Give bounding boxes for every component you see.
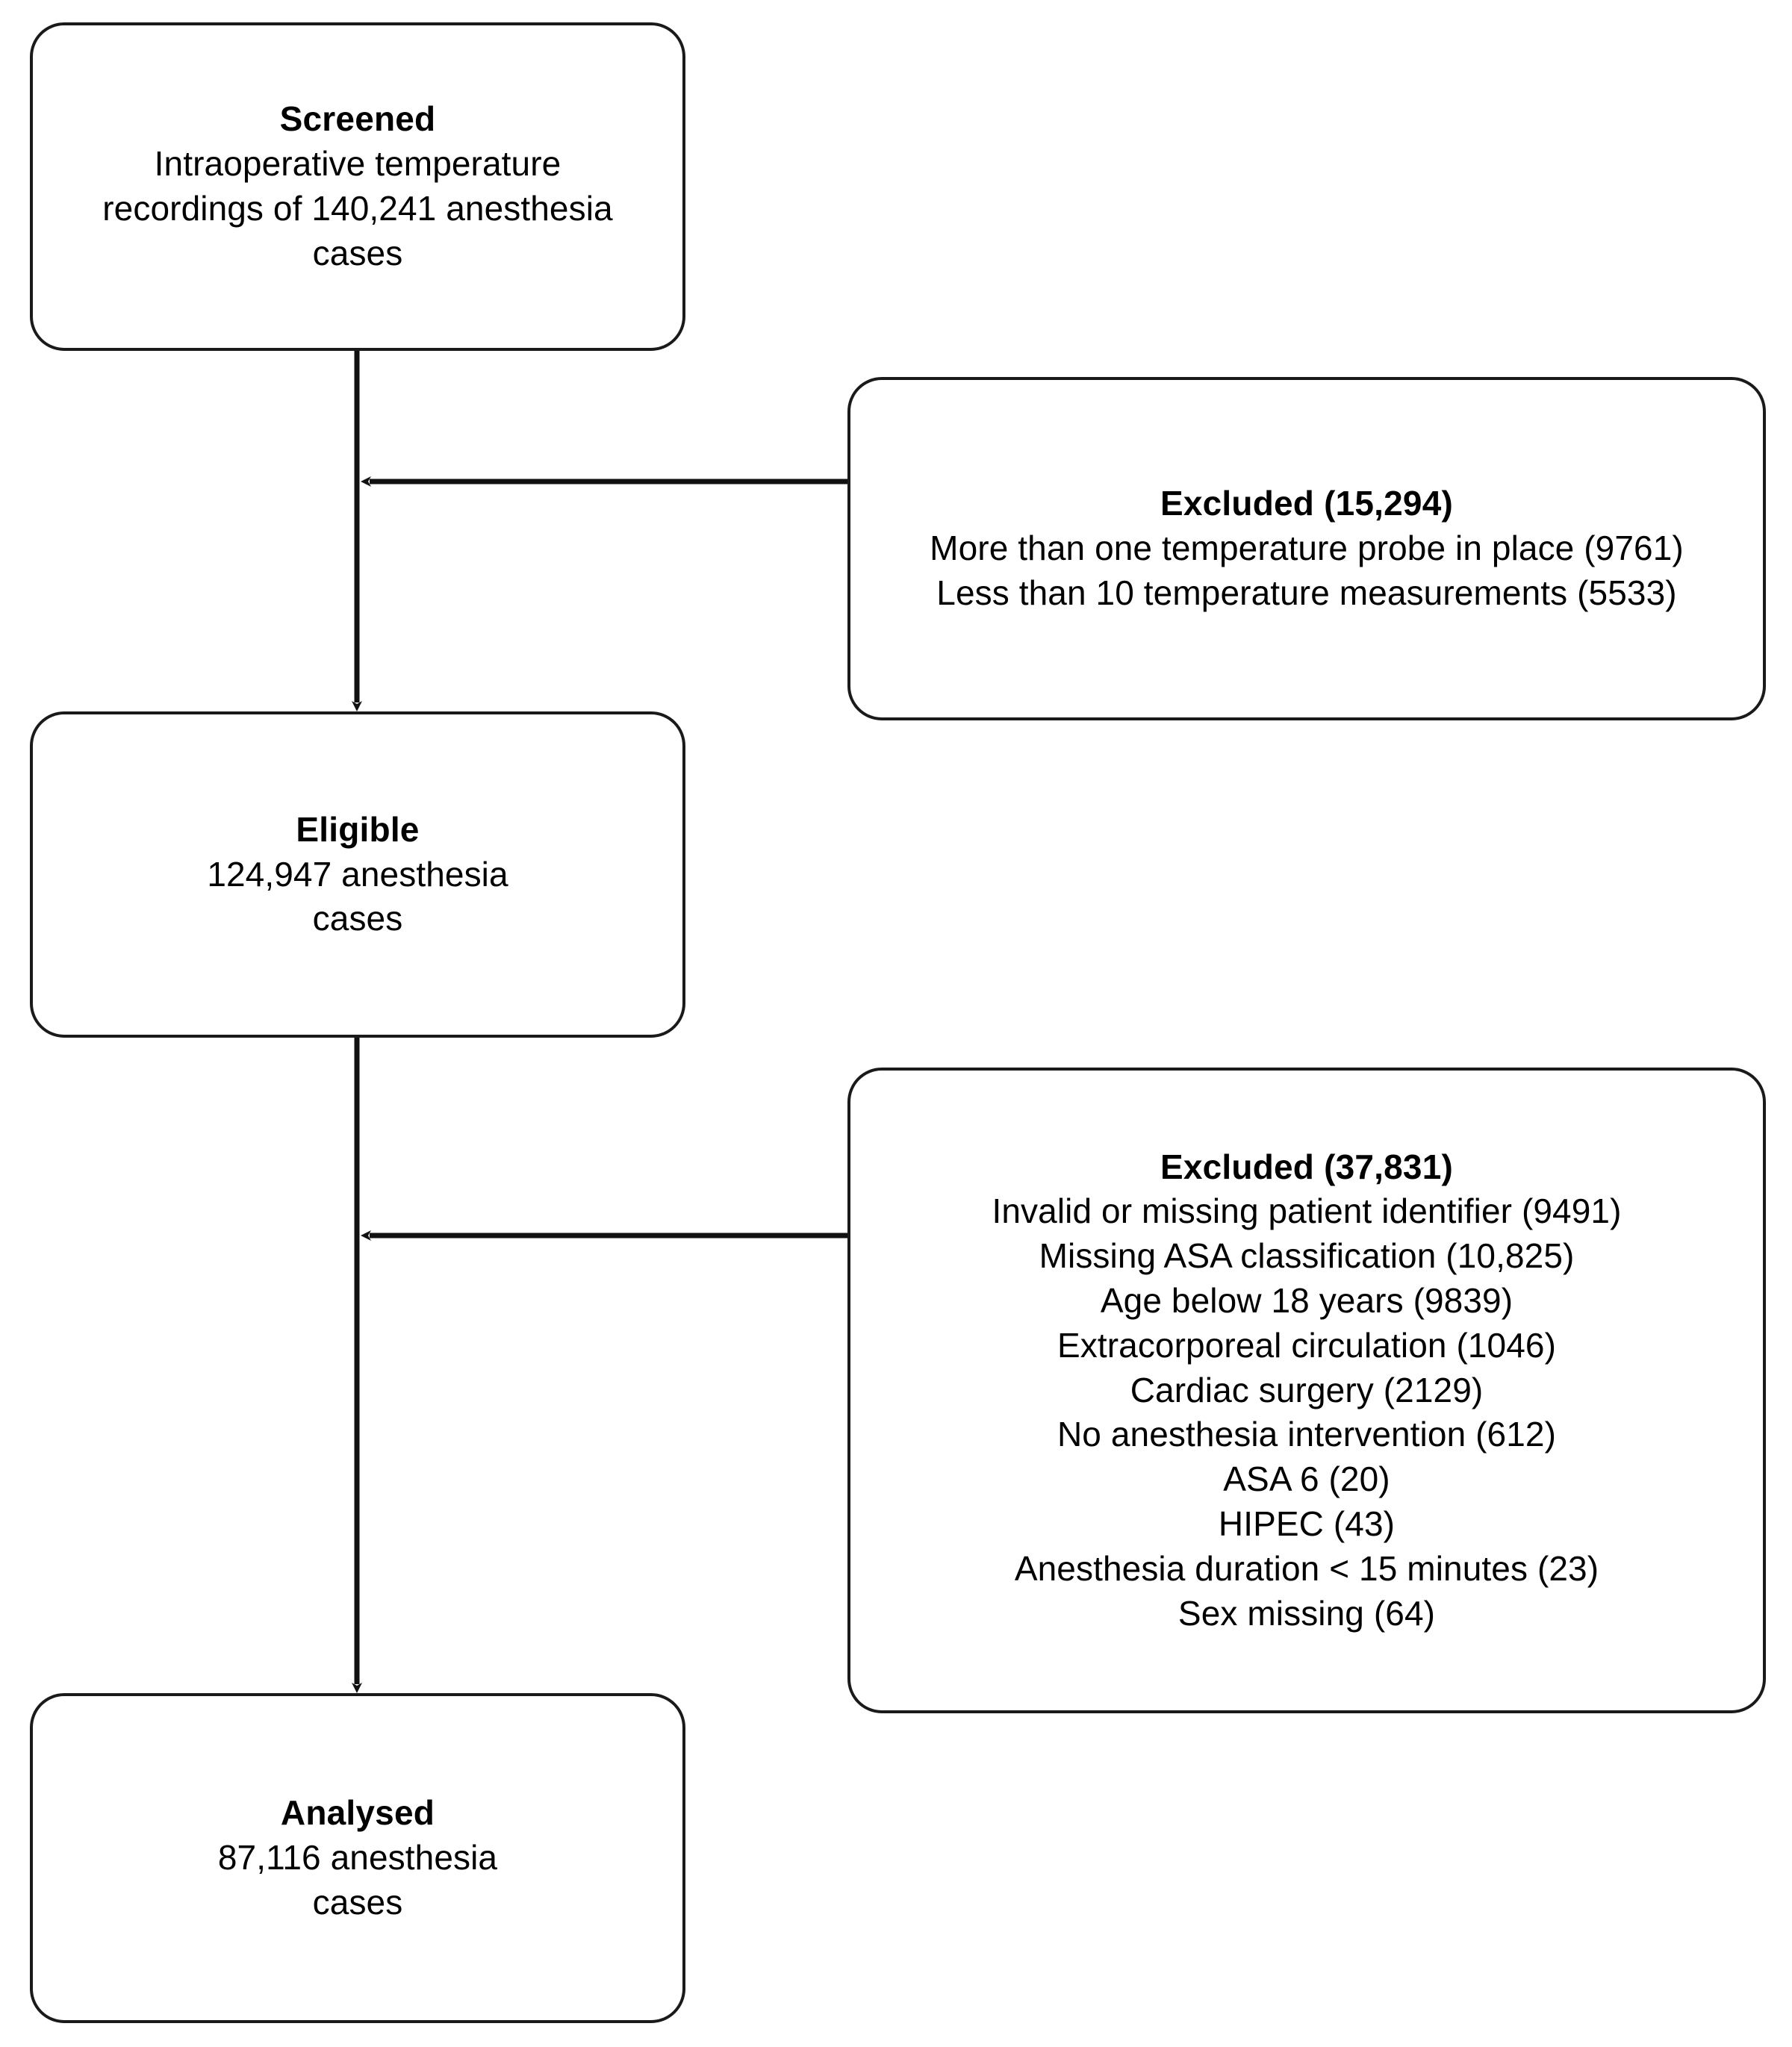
node-excluded-2-reason-5: Cardiac surgery (2129) bbox=[1130, 1370, 1484, 1409]
node-analysed-body: Analysed 87,116 anesthesia cases bbox=[96, 1791, 619, 1925]
node-excluded-1-reason-2: Less than 10 temperature measurements (5… bbox=[936, 573, 1677, 612]
node-eligible-body: Eligible 124,947 anesthesia cases bbox=[96, 808, 619, 941]
node-eligible-line-2: cases bbox=[312, 899, 403, 938]
node-screened-line-2: recordings of 140,241 anesthesia bbox=[102, 189, 613, 228]
node-excluded-1: Excluded (15,294) More than one temperat… bbox=[847, 377, 1766, 720]
node-excluded-2-reason-4: Extracorporeal circulation (1046) bbox=[1057, 1325, 1557, 1365]
node-analysed-line-2: cases bbox=[312, 1882, 403, 1922]
node-excluded-2: Excluded (37,831) Invalid or missing pat… bbox=[847, 1068, 1766, 1713]
node-screened: Screened Intraoperative temperature reco… bbox=[30, 22, 685, 351]
node-excluded-2-title: Excluded (37,831) bbox=[1160, 1147, 1454, 1186]
node-eligible: Eligible 124,947 anesthesia cases bbox=[30, 711, 685, 1038]
node-excluded-2-reason-6: No anesthesia intervention (612) bbox=[1057, 1415, 1557, 1454]
node-excluded-1-reason-1: More than one temperature probe in place… bbox=[930, 529, 1684, 568]
node-excluded-2-reason-2: Missing ASA classification (10,825) bbox=[1039, 1236, 1575, 1276]
node-analysed-title: Analysed bbox=[280, 1793, 435, 1833]
node-excluded-2-reason-9: Anesthesia duration < 15 minutes (23) bbox=[1014, 1548, 1599, 1588]
node-excluded-2-body: Excluded (37,831) Invalid or missing pat… bbox=[870, 1145, 1743, 1636]
node-screened-title: Screened bbox=[279, 99, 436, 139]
node-eligible-line-1: 124,947 anesthesia bbox=[207, 854, 508, 894]
node-excluded-2-reason-1: Invalid or missing patient identifier (9… bbox=[992, 1191, 1622, 1231]
node-excluded-1-title: Excluded (15,294) bbox=[1160, 484, 1454, 523]
node-excluded-1-body: Excluded (15,294) More than one temperat… bbox=[870, 482, 1743, 615]
node-screened-line-3: cases bbox=[312, 233, 403, 272]
node-analysed: Analysed 87,116 anesthesia cases bbox=[30, 1693, 685, 2023]
node-eligible-title: Eligible bbox=[296, 809, 420, 849]
node-analysed-line-1: 87,116 anesthesia bbox=[217, 1838, 498, 1878]
node-screened-line-1: Intraoperative temperature bbox=[154, 144, 561, 184]
node-excluded-2-reason-8: HIPEC (43) bbox=[1218, 1504, 1396, 1543]
node-screened-body: Screened Intraoperative temperature reco… bbox=[63, 97, 653, 275]
node-excluded-2-reason-3: Age below 18 years (9839) bbox=[1100, 1281, 1513, 1320]
node-excluded-2-reason-7: ASA 6 (20) bbox=[1223, 1459, 1390, 1499]
node-excluded-2-reason-10: Sex missing (64) bbox=[1177, 1593, 1436, 1633]
